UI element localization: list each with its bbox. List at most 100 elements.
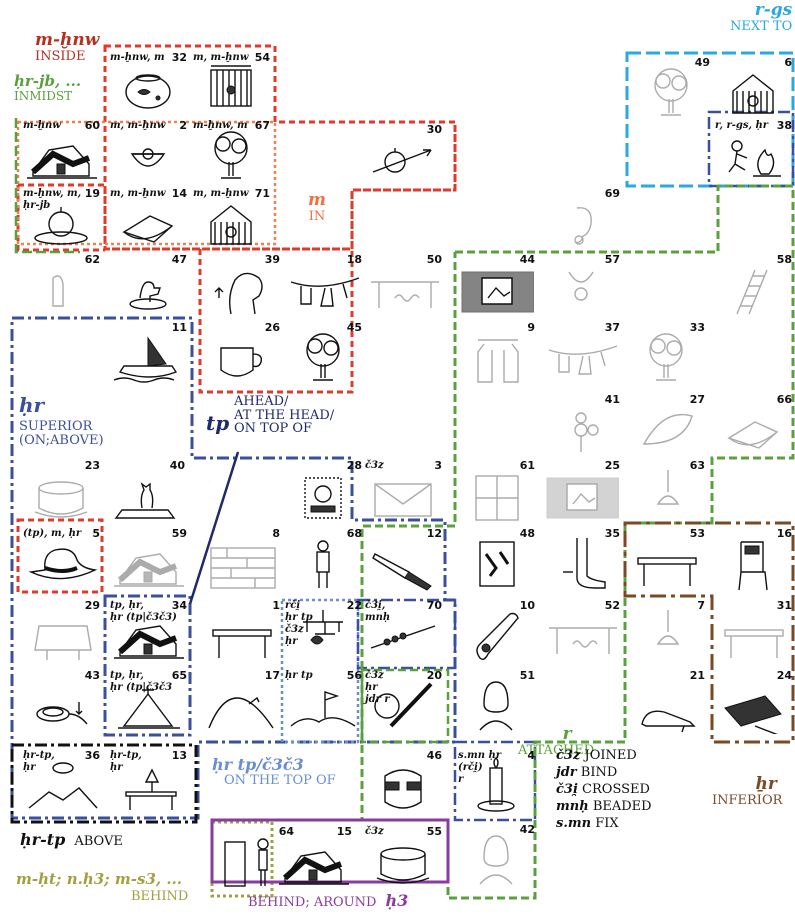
figure-cell-45: 45 [282,320,364,386]
cell-number: 49 [694,56,710,69]
knife-icon [372,553,432,591]
house-icon [279,851,349,885]
figure-cell-24: 24 [712,668,794,734]
chair-icon [738,541,768,591]
figure-cell-30: 30 [362,122,444,188]
kennel-icon [210,205,252,245]
ladder-icon [736,269,768,315]
figure-cell-10: 10 [455,598,537,664]
figure-cell-43: 43 [20,668,102,734]
cell-label: ḥr tp [285,670,313,681]
gloss-on-the-top-of: ON THE TOP OF [224,772,336,788]
figure-cell-63: 63 [625,458,707,524]
cell-number: 61 [519,459,535,472]
label-above: ḥr-tp ABOVE [20,830,123,849]
label-attached: r ATTACHED [518,725,594,757]
region-inmidst [16,120,277,246]
cell-number: 67 [254,119,270,132]
gloss-behind-around: BEHIND; AROUND [248,895,377,910]
brick-picture-icon [461,271,534,313]
cell-label: m, m-ḫnw [193,52,249,63]
figure-cell-1: 1 [200,598,282,664]
figure-cell-60: 60 m-ḫnw [20,118,102,184]
cell-number: 17 [264,669,280,682]
figure-cell-26: 26 [200,320,282,386]
figure-cell-41: 41 [540,392,622,458]
tree-icon [214,131,248,179]
gloss-term: č3i̯ [556,782,578,797]
cell-number: 51 [519,669,535,682]
cell-label: m-ḫnw, m [110,52,165,63]
figure-cell-59: 59 [107,526,189,592]
gloss-inside: INSIDE [35,48,86,64]
gloss-on-above: (ON;ABOVE) [19,432,104,448]
figure-cell-50: 50 [362,252,444,318]
lamp-table-icon [125,768,177,810]
figure-cell-69: 69 [540,186,622,252]
cell-number: 46 [426,749,442,762]
figure-cell-53: 53 [625,526,707,592]
gloss-meaning: BIND [580,765,618,780]
figure-cell-42: 42 [455,822,537,888]
label-inmidst: ḥr-jb, ... INMIDST [14,73,81,102]
lamp-icon [52,275,64,307]
cell-label: tp, ḥr, [110,670,144,681]
term-hr-tp: ḥr-tp [20,830,66,849]
figure-cell-9: 9 [455,320,537,386]
cell-number: 68 [346,527,362,540]
cell-label: tp, ḥr, [110,600,144,611]
clothesline-icon [548,345,618,375]
gloss-term: s.mn [556,816,592,831]
gloss-attached: ATTACHED [518,742,595,758]
table-icon [637,557,697,586]
hat-icon [28,548,98,580]
cell-number: 60 [84,119,100,132]
term-hr: ḥr [19,393,45,417]
figure-cell-58: 58 [712,252,794,318]
finger-icon [476,612,519,661]
cell-number: 15 [336,825,352,838]
cell-label: ḥr-tp, [110,750,142,761]
term-m-hnw: m-ḫnw [35,30,100,50]
cell-number: 52 [604,599,620,612]
cell-number: 70 [426,599,442,612]
skewer-icon [370,625,436,649]
region-attached [360,184,795,900]
tree-icon [654,68,688,116]
kennel-icon [732,74,774,114]
apple-arrow-icon [372,148,432,173]
cell-label: ḥr [285,636,298,647]
gloss-behind: BEHIND [131,888,189,904]
region-above [10,743,198,824]
label-in: m IN [308,191,326,223]
candle-icon [477,757,515,812]
label-tp: tp AHEAD/ AT THE HEAD/ ON TOP OF [206,395,334,436]
cell-number: 39 [264,253,280,266]
cell-label: č3z [365,826,384,837]
brick-icon [210,547,276,589]
label-inferior: ẖr INFERIOR [712,775,782,807]
basket-icon [727,421,779,449]
region-candle [453,740,537,822]
cell-number: 1 [272,599,280,612]
tent-icon [118,688,180,729]
cell-number: 43 [84,669,100,682]
wire-icon [371,281,439,308]
basket-icon [122,215,174,243]
cell-number: 28 [346,459,362,472]
region-campfire [707,110,795,188]
cell-number: 47 [171,253,187,266]
cell-label: m-ḫnw [23,120,61,131]
figure-cell-68: 68 [282,526,364,592]
gloss-row: mnḥ BEADED [556,798,652,815]
rope-icon [36,702,88,725]
cell-number: 14 [171,187,187,200]
cell-number: 48 [519,527,535,540]
